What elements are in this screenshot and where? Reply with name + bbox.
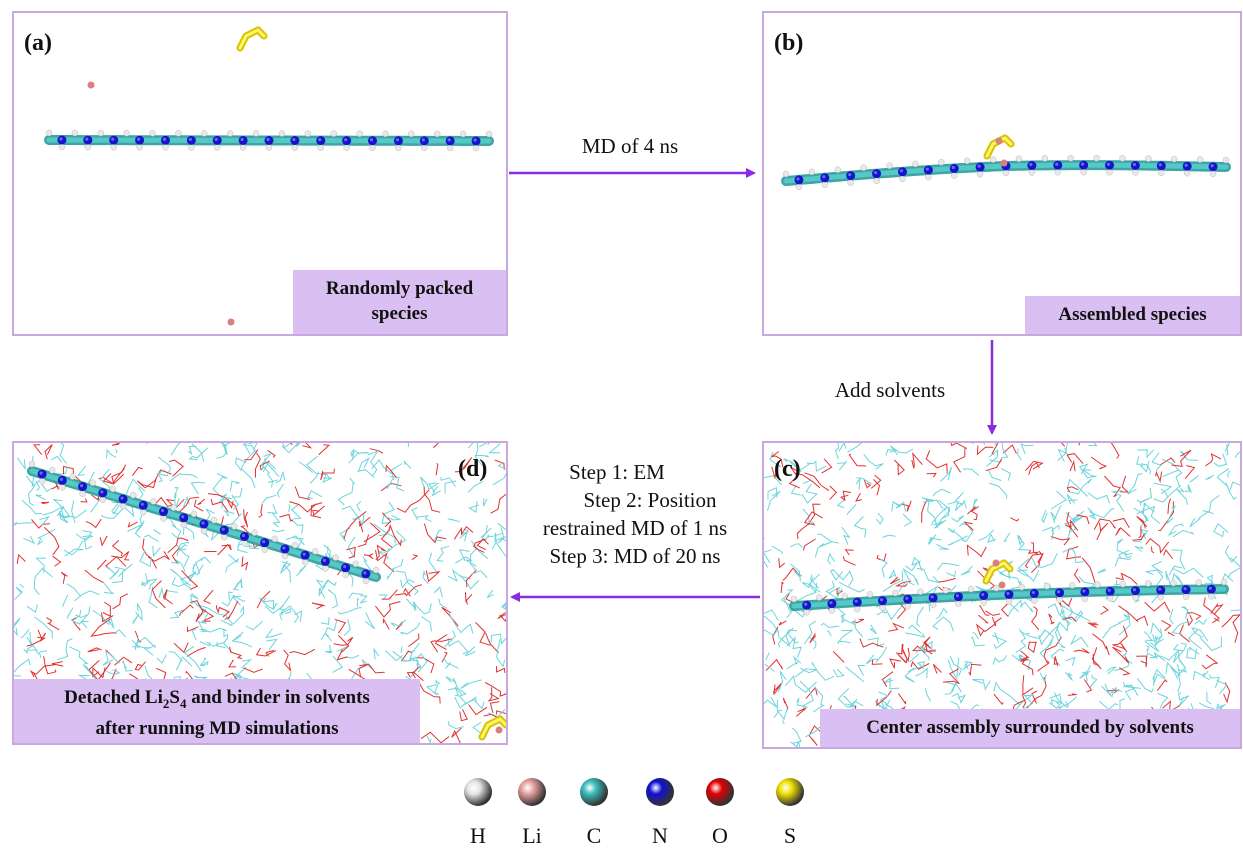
polymer-chain-a — [44, 129, 494, 152]
arrow-a-to-b-label: MD of 4 ns — [581, 134, 679, 158]
panel-a-caption: Randomly packed species — [293, 270, 506, 334]
legend-sphere-n — [646, 778, 674, 806]
li2s4-cluster-d — [478, 715, 506, 741]
panel-b-caption: Assembled species — [1025, 296, 1240, 334]
arrow-c-to-d-label: Step 1: EM Step 2: Position restrained M… — [512, 458, 758, 570]
panel-d-detached: (d) Detached Li2S4 and binder in solvent… — [12, 441, 508, 745]
legend-sphere-s — [776, 778, 804, 806]
li-ion-a2 — [227, 318, 235, 326]
polymer-chain-c — [789, 578, 1229, 616]
polymer-chain-d — [27, 460, 381, 585]
panel-d-caption-line2: after running MD simulations — [95, 717, 339, 739]
panel-a-label: (a) — [24, 30, 52, 56]
legend-label-o: O — [712, 823, 728, 848]
li-ion-d1 — [495, 726, 503, 734]
li-ion-a1 — [87, 81, 95, 89]
panel-c-caption-text: Center assembly surrounded by solvents — [866, 717, 1194, 738]
step2-text: Step 2: Position — [583, 488, 717, 512]
panel-d-label: (d) — [458, 456, 488, 482]
scene-a-molecules — [44, 26, 494, 326]
caption-sub-2: 2 — [162, 695, 170, 711]
legend-sphere-h — [464, 778, 492, 806]
panel-a-randomly-packed: (a) Randomly packed species — [12, 11, 508, 336]
panel-c-caption: Center assembly surrounded by solvents — [820, 709, 1240, 747]
caption-sub-4: 4 — [179, 695, 187, 711]
legend-sphere-c — [580, 778, 608, 806]
legend-label-h: H — [470, 823, 486, 848]
panel-a-caption-line2: species — [371, 303, 428, 324]
caption-li: Detached Li — [64, 687, 163, 708]
step2-cont-text: restrained MD of 1 ns — [542, 516, 728, 540]
step3-text: Step 3: MD of 20 ns — [549, 544, 721, 568]
solvent-d — [14, 443, 506, 743]
scene-b-molecules — [781, 134, 1231, 191]
legend-label-li: Li — [522, 823, 542, 848]
panel-b-caption-text: Assembled species — [1058, 304, 1207, 325]
caption-s: S — [169, 687, 180, 708]
li2s4-cluster-a — [236, 26, 268, 52]
legend-sphere-o — [706, 778, 734, 806]
panel-c-label: (c) — [774, 456, 801, 482]
legend-label-n: N — [652, 823, 668, 848]
arrow-b-to-c-label: Add solvents — [834, 378, 946, 402]
legend-label-s: S — [783, 823, 797, 848]
panel-b-label: (b) — [774, 30, 804, 56]
panel-b-assembled: (b) Assembled species — [762, 11, 1242, 336]
caption-rest: and binder in solvents — [186, 687, 370, 708]
legend-sphere-li — [518, 778, 546, 806]
panel-d-caption-line1: Detached Li2S4 and binder in solvents — [22, 685, 412, 716]
li-ion-b2 — [1000, 159, 1008, 167]
li-ion-b1 — [995, 137, 1003, 145]
polymer-chain-b — [781, 154, 1231, 191]
legend-label-c: C — [586, 823, 602, 848]
panel-c-center-assembly: (c) Center assembly surrounded by solven… — [762, 441, 1242, 749]
li-ion-c1 — [992, 559, 1000, 567]
li2s4-cluster-c — [982, 559, 1014, 585]
scene-d-molecules-solvent — [14, 443, 506, 743]
li-ion-c2 — [998, 581, 1006, 589]
panel-a-caption-line1: Randomly packed — [325, 278, 474, 299]
step1-text: Step 1: EM — [569, 460, 665, 484]
panel-d-caption: Detached Li2S4 and binder in solvents af… — [14, 679, 420, 743]
